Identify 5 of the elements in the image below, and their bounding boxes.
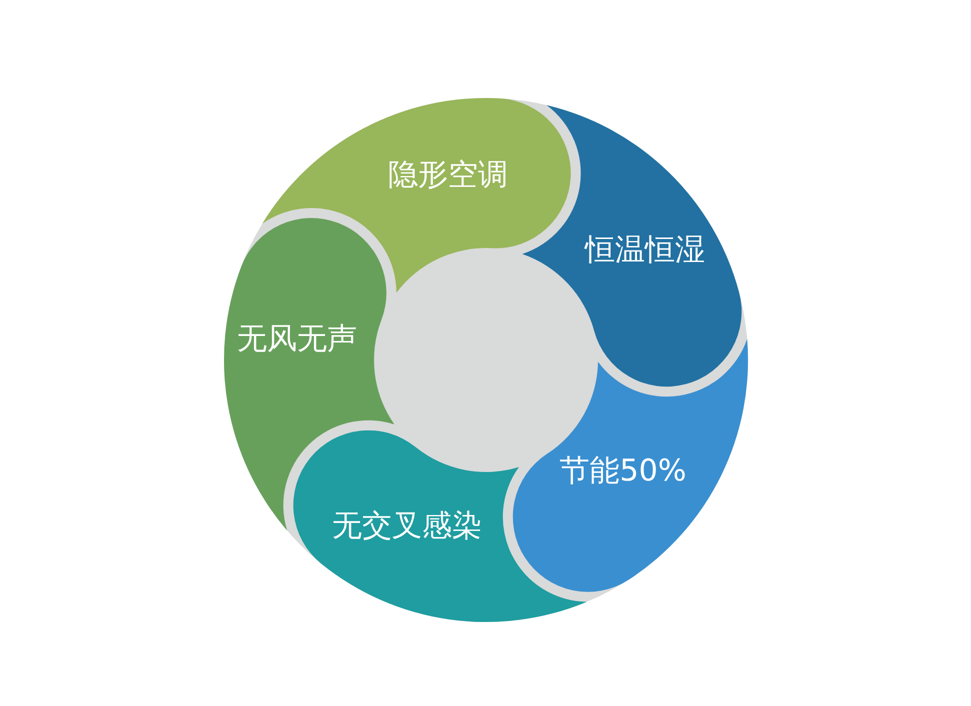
petal-label: 隐形空调 xyxy=(388,159,508,191)
petal-label: 无交叉感染 xyxy=(332,510,482,542)
petal-label: 无风无声 xyxy=(237,323,357,355)
petal-label: 节能50% xyxy=(560,455,686,487)
petal-label: 恒温恒湿 xyxy=(585,234,705,266)
